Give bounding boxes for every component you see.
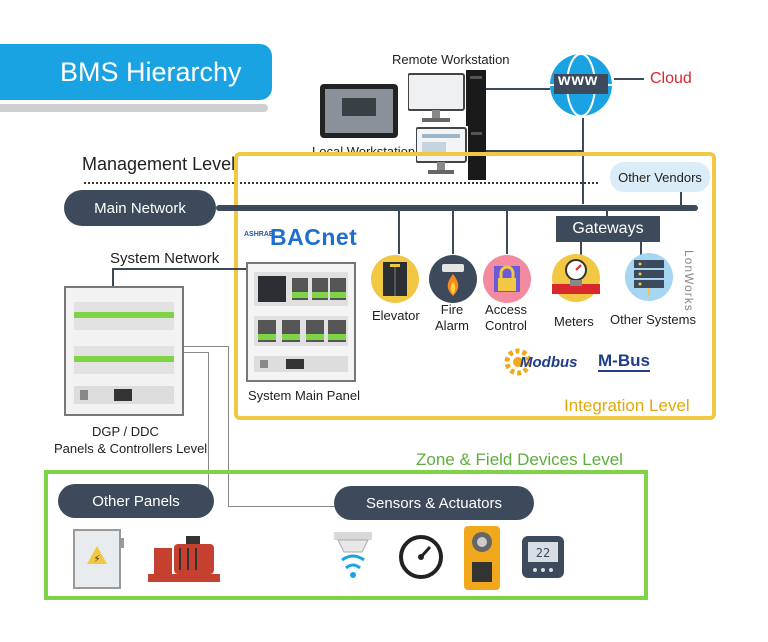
- title-shadow: [0, 104, 268, 112]
- pump-icon: [146, 530, 222, 586]
- remote-link: [486, 88, 550, 90]
- other-panels-label: Other Panels: [92, 492, 180, 510]
- gauge-icon: [398, 534, 444, 580]
- server-icon: [622, 252, 676, 302]
- system-main-panel-label: System Main Panel: [248, 388, 360, 403]
- system-network-line: [112, 268, 248, 270]
- bacnet-logo: BACnet: [270, 224, 358, 250]
- smoke-detector-icon: [330, 530, 376, 586]
- wire-to-other-v: [208, 352, 209, 492]
- wire-to-sensors-h: [228, 506, 336, 507]
- www-globe-icon: [548, 52, 614, 118]
- sensors-actuators-pill: Sensors & Actuators: [334, 486, 534, 520]
- mbus-logo: M-Bus: [598, 351, 650, 372]
- gateway-link-2: [640, 242, 642, 258]
- system-main-panel-icon: [246, 262, 356, 382]
- main-network-label: Main Network: [94, 199, 186, 217]
- remote-workstation-icon: [408, 70, 488, 128]
- main-network-bus: [216, 205, 698, 211]
- elevator-link: [398, 210, 400, 254]
- system-label-meters: Meters: [554, 314, 594, 329]
- svg-text:⚡: ⚡: [93, 554, 100, 565]
- system-network-drop: [112, 268, 114, 286]
- system-network-label: System Network: [110, 250, 220, 267]
- dgp-panel-icon: [64, 286, 184, 416]
- fire-alarm-icon: [428, 254, 478, 304]
- local-link: [486, 150, 582, 152]
- dgp-label-line2: Panels & Controllers Level: [54, 441, 208, 456]
- other-vendors-box: Other Vendors: [610, 162, 710, 192]
- integration-level-label: Integration Level: [564, 396, 690, 415]
- management-level-label: Management Level: [82, 154, 236, 174]
- system-label-other-systems: Other Systems: [610, 312, 696, 327]
- cloud-down-link: [582, 118, 584, 204]
- other-panels-pill: Other Panels: [58, 484, 214, 518]
- title-text: BMS Hierarchy: [60, 56, 242, 87]
- access-control-icon: [482, 254, 532, 304]
- access-link: [506, 210, 508, 254]
- actuator-icon: [462, 524, 502, 592]
- lonworks-logo: LonWorks: [682, 250, 696, 312]
- zone-level-label: Zone & Field Devices Level: [416, 450, 623, 469]
- modbus-gear-icon: [504, 348, 532, 376]
- system-label-access-control: Access Control: [485, 302, 527, 333]
- meter-icon: [548, 252, 604, 304]
- svg-text:22: 22: [536, 546, 550, 560]
- wire-to-other-h: [184, 352, 208, 353]
- management-divider: [84, 182, 598, 184]
- system-label-elevator: Elevator: [372, 308, 420, 323]
- thermostat-icon: 22: [520, 534, 566, 580]
- vendors-link: [680, 192, 682, 206]
- dgp-label-line1: DGP / DDC: [92, 424, 159, 439]
- other-vendors-label: Other Vendors: [618, 169, 702, 185]
- elevator-icon: [370, 254, 420, 304]
- sensors-actuators-label: Sensors & Actuators: [366, 494, 502, 512]
- fire-link: [452, 210, 454, 254]
- system-label-fire-alarm: Fire Alarm: [435, 302, 469, 333]
- gateways-box: Gateways: [556, 216, 660, 242]
- page-title: BMS Hierarchy: [0, 44, 272, 100]
- gateway-link-1: [580, 242, 582, 258]
- cloud-connector: [614, 78, 644, 80]
- cloud-label: Cloud: [650, 70, 692, 87]
- wire-to-sensors-v: [228, 346, 229, 506]
- zone-level-box: [44, 470, 648, 600]
- modbus-logo: Modbus: [520, 354, 578, 371]
- www-label: www: [558, 72, 599, 89]
- wire-to-panel-h: [184, 346, 228, 347]
- remote-workstation-label: Remote Workstation: [392, 52, 510, 67]
- main-network-pill: Main Network: [64, 190, 216, 226]
- ashrae-logo: ASHRAE: [244, 231, 274, 238]
- integration-level-box: [234, 152, 716, 420]
- gateways-label: Gateways: [572, 220, 644, 237]
- gateways-bus-link: [606, 210, 608, 218]
- tablet-icon: [320, 84, 398, 138]
- electrical-panel-icon: ⚡: [72, 528, 126, 590]
